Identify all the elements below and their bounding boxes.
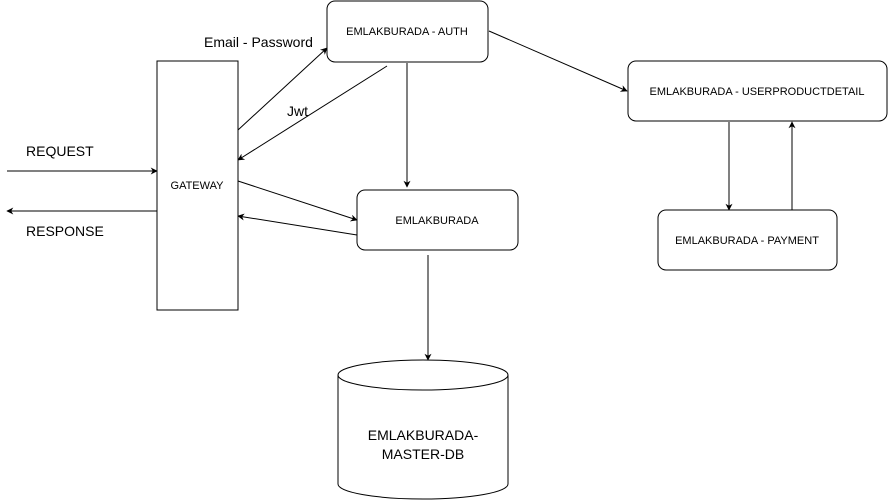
master-db-label-line1: EMLAKBURADA- (368, 427, 479, 443)
payment-node: EMLAKBURADA - PAYMENT (657, 209, 838, 271)
gateway-label: GATEWAY (171, 180, 225, 192)
auth-node: EMLAKBURADA - AUTH (326, 0, 489, 63)
jwt-label: Jwt (287, 103, 308, 119)
request-label: REQUEST (26, 143, 94, 159)
userproductdetail-label: EMLAKBURADA - USERPRODUCTDETAIL (650, 86, 865, 98)
core-label: EMLAKBURADA (395, 215, 479, 227)
auth-to-gateway-jwt-edge (237, 65, 388, 161)
core-to-gateway-edge (237, 213, 358, 236)
email-password-label: Email - Password (204, 34, 313, 50)
master-db-label-line2: MASTER-DB (382, 446, 464, 462)
gateway-to-core-edge (237, 180, 358, 222)
core-node: EMLAKBURADA (356, 189, 519, 251)
master-db-node: EMLAKBURADA- MASTER-DB (337, 359, 509, 500)
gateway-to-auth-edge (237, 47, 328, 131)
auth-to-userproductdetail-edge (488, 30, 628, 92)
gateway-node: GATEWAY (156, 60, 239, 311)
auth-label: EMLAKBURADA - AUTH (346, 26, 468, 38)
response-label: RESPONSE (26, 223, 104, 239)
payment-label: EMLAKBURADA - PAYMENT (675, 235, 819, 247)
userproductdetail-node: EMLAKBURADA - USERPRODUCTDETAIL (627, 60, 888, 122)
